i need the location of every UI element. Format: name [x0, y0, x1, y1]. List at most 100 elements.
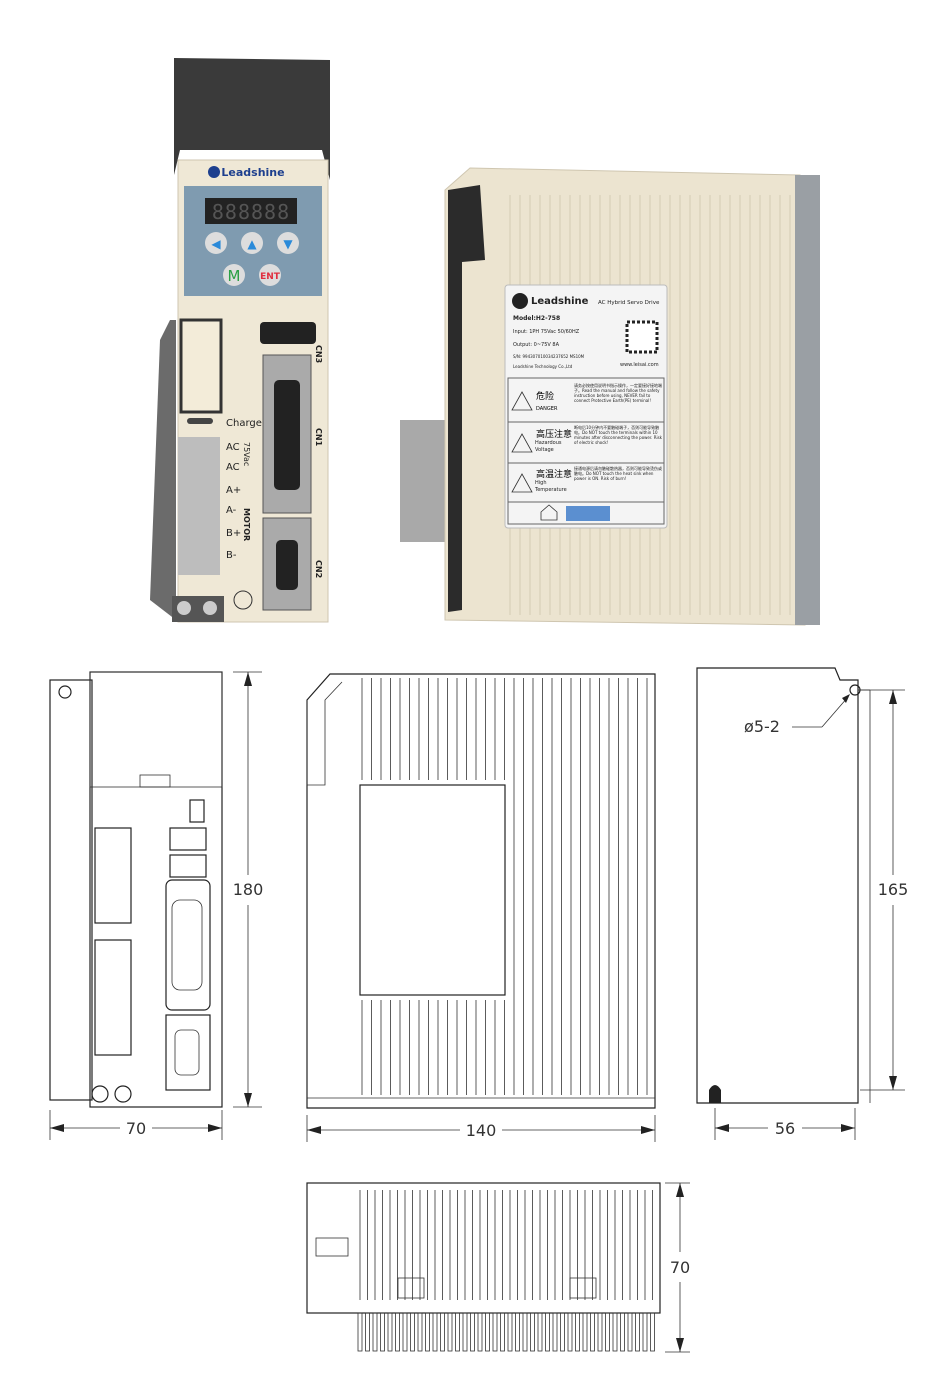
home-icon: [540, 504, 558, 521]
up-button[interactable]: [241, 232, 263, 254]
heatsink-fin: [492, 1312, 498, 1352]
side-view-drawing: 140: [306, 673, 656, 1142]
heatsink-fin: [537, 1312, 543, 1352]
warning-temperature: 高温注意 High Temperature 接通电源后请勿触碰散热器，否则可能导…: [511, 466, 662, 493]
heatsink-fin: [455, 1312, 460, 1352]
svg-text:Output: 0~75V 8A: Output: 0~75V 8A: [513, 342, 560, 348]
cover-hinge: [448, 185, 485, 612]
svg-text:A+: A+: [226, 485, 241, 496]
svg-text:Model:H2-758: Model:H2-758: [513, 315, 560, 322]
svg-text:Leadshine Technology Co.,Ltd: Leadshine Technology Co.,Ltd: [513, 364, 573, 369]
heatsink-fin: [410, 1312, 415, 1352]
svg-text:AC Hybrid Servo Drive: AC Hybrid Servo Drive: [598, 300, 660, 306]
heatsink-fin: [582, 1312, 588, 1352]
heatsink-fin: [530, 1312, 535, 1352]
heatsink-side: [150, 320, 176, 620]
side-length-dimension: 140: [466, 1121, 497, 1140]
heatsink-fin: [552, 1312, 558, 1352]
heatsink-fin: [590, 1312, 595, 1352]
heatsink-fin: [470, 1312, 475, 1352]
svg-text:▲: ▲: [247, 237, 257, 251]
heatsink-fin: [440, 1312, 445, 1352]
ground-icon: [233, 590, 253, 610]
heatsink-fin: [567, 1312, 573, 1352]
charge-led: [187, 418, 213, 424]
heatsink-fin: [642, 1312, 648, 1352]
charge-label: Charge: [226, 418, 262, 429]
display-digits: 888888: [212, 200, 290, 224]
svg-text:M: M: [228, 267, 241, 285]
svg-text:CN3: CN3: [314, 345, 323, 363]
svg-text:AC: AC: [226, 462, 240, 473]
heatsink-fin: [447, 1312, 453, 1352]
heatsink-fin: [515, 1312, 520, 1352]
left-button[interactable]: [205, 232, 227, 254]
svg-text:ENT: ENT: [260, 272, 281, 282]
bottom-depth-dimension: 70: [670, 1258, 690, 1277]
front-width-dimension: 70: [126, 1119, 146, 1138]
heatsink-fin: [597, 1312, 603, 1352]
heatsink-fin: [500, 1312, 505, 1352]
svg-text:S/N: 99430701003423765​2 MS10M: S/N: 99430701003423765​2 MS10M: [513, 354, 585, 359]
heatsink-fin: [365, 1312, 370, 1352]
heatsink-fin: [462, 1312, 468, 1352]
panel-buttons: ◀ ▲ ▼ M ENT: [205, 232, 299, 286]
heatsink-fin: [650, 1312, 655, 1352]
brand-logo: Leadshine: [221, 166, 284, 179]
hole-dimension: ø5-2: [744, 717, 780, 736]
svg-text:MOTOR: MOTOR: [242, 508, 251, 541]
heatsink-fin: [477, 1312, 483, 1352]
front-view-drawing: 180 70: [49, 671, 264, 1140]
blank-slot: [179, 318, 223, 414]
heatsink-fin: [545, 1312, 550, 1352]
back-view-drawing: ø5-2 165 56: [696, 667, 909, 1140]
heatsink: [795, 175, 820, 625]
svg-text:Input: 1PH 75Vac 50/60HZ: Input: 1PH 75Vac 50/60HZ: [513, 329, 580, 335]
svg-text:高压注意: 高压注意: [536, 428, 572, 440]
terminal-block: [178, 437, 220, 575]
svg-text:Leadshine: Leadshine: [531, 296, 589, 307]
cn3-connector: [260, 322, 316, 344]
front-photo: Leadshine 888888 ◀ ▲ ▼ M ENT Charge AC A…: [150, 58, 330, 623]
side-photo: Leadshine AC Hybrid Servo Drive Model:H2…: [400, 167, 820, 626]
heatsink-fin: [395, 1312, 400, 1352]
back-width-dimension: 56: [775, 1119, 795, 1138]
svg-text:AC: AC: [226, 442, 240, 453]
svg-text:DANGER: DANGER: [536, 406, 558, 412]
svg-text:危险: 危险: [536, 390, 554, 402]
brand-logo-icon: [208, 166, 220, 178]
svg-text:高温注意: 高温注意: [536, 468, 572, 480]
heatsink-fin: [627, 1312, 633, 1352]
down-button[interactable]: [277, 232, 299, 254]
bottom-view-drawing: 70: [306, 1182, 690, 1353]
warning-list: 危险 DANGER 请务必按使用说明书指示操作，一定要接好接地端子。Read t…: [508, 383, 664, 521]
m-button[interactable]: [223, 264, 245, 286]
heatsink-fin: [357, 1312, 363, 1352]
svg-text:CN1: CN1: [314, 428, 323, 447]
certification-sticker: [566, 506, 610, 521]
svg-text:www.leisai.com: www.leisai.com: [620, 362, 659, 368]
heatsink-fin: [605, 1312, 610, 1352]
heatsink-fin: [620, 1312, 625, 1352]
ent-button[interactable]: [259, 264, 281, 286]
heatsink-fin: [417, 1312, 423, 1352]
warning-danger: 危险 DANGER 请务必按使用说明书指示操作，一定要接好接地端子。Read t…: [511, 383, 662, 412]
terminal-plug: [400, 420, 445, 542]
svg-text:75Vac: 75Vac: [242, 442, 251, 466]
heatsink-fin: [425, 1312, 430, 1352]
svg-text:A-: A-: [226, 505, 237, 516]
heatsink-fin: [560, 1312, 565, 1352]
svg-text:CN2: CN2: [314, 560, 323, 578]
heatsink-fin: [485, 1312, 490, 1352]
led-display: [205, 198, 297, 224]
heatsink-fin: [432, 1312, 438, 1352]
front-height-dimension: 180: [233, 880, 264, 899]
hole-spacing-dimension: 165: [878, 880, 909, 899]
heatsink-fin: [402, 1312, 408, 1352]
terminal-labels: AC AC A+ A- B+ B- 75Vac MOTOR: [226, 442, 251, 561]
heatsink-fin: [387, 1312, 393, 1352]
warning-voltage: 高压注意 Hazardous Voltage 断电后10分钟内不要触碰端子，否则…: [511, 425, 662, 453]
svg-text:B-: B-: [226, 550, 237, 561]
terminal-cover: [174, 58, 330, 180]
